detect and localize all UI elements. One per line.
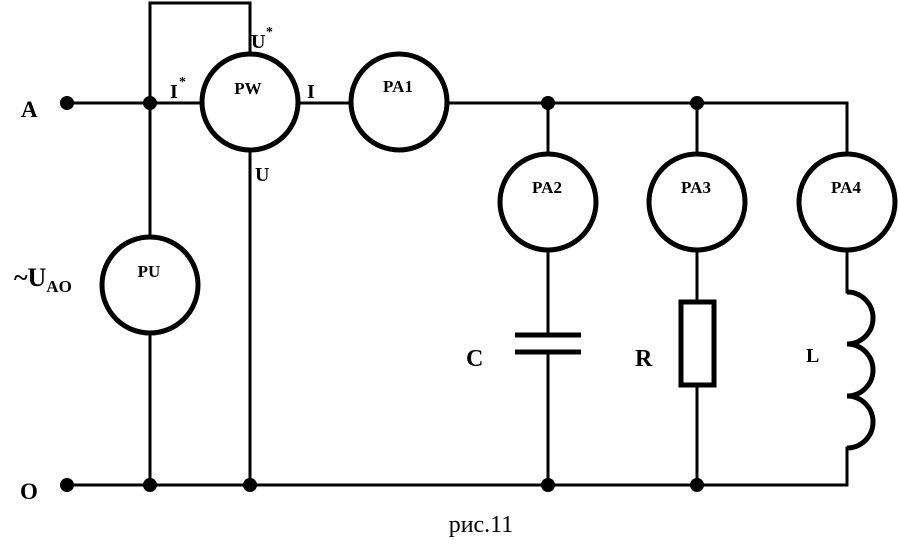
current-in-star: *: [179, 75, 186, 90]
ammeter-pa1-circle: [348, 51, 450, 153]
source-voltage-subscript: AO: [46, 277, 72, 296]
ammeter-pa3-circle: [646, 151, 748, 253]
terminal-o: [60, 478, 74, 492]
terminal-o-label: O: [20, 479, 38, 504]
junction-node: [243, 478, 257, 492]
capacitor-symbol: [515, 332, 581, 355]
resistor-symbol: [678, 299, 717, 388]
voltage-in-star: *: [266, 25, 273, 40]
current-in-label: I: [170, 81, 178, 103]
inductor-symbol: [846, 289, 876, 451]
ammeter-pa2-label: PA2: [532, 178, 562, 197]
voltmeter-circle: [99, 234, 201, 336]
figure-caption: рис.11: [449, 512, 514, 538]
inductor-label: L: [806, 345, 819, 367]
junction-node: [143, 478, 157, 492]
ammeter-pa4-label: PA4: [831, 178, 861, 197]
voltage-out-label: U: [255, 164, 269, 186]
capacitor-label: C: [466, 346, 483, 372]
wattmeter-label: PW: [234, 79, 261, 98]
voltage-in-label: U: [251, 31, 265, 53]
resistor-label: R: [635, 346, 653, 372]
junction-node: [690, 96, 704, 110]
source-voltage-label: ~UAO: [14, 263, 72, 296]
ammeter-pa3-label: PA3: [681, 178, 711, 197]
junction-node: [541, 96, 555, 110]
voltmeter-label: PU: [138, 262, 161, 281]
current-out-label: I: [307, 81, 315, 103]
junction-node: [541, 478, 555, 492]
ammeter-pa4-circle: [796, 151, 898, 253]
wires: [65, 1, 849, 487]
ammeter-pa1-label: PA1: [383, 77, 413, 96]
junction-node: [690, 478, 704, 492]
wattmeter-circle: [199, 51, 301, 153]
terminal-a: [60, 96, 74, 110]
ammeter-pa2-circle: [497, 151, 599, 253]
junction-node: [143, 96, 157, 110]
terminal-a-label: A: [21, 97, 38, 122]
source-voltage-prefix: ~U: [14, 263, 47, 292]
